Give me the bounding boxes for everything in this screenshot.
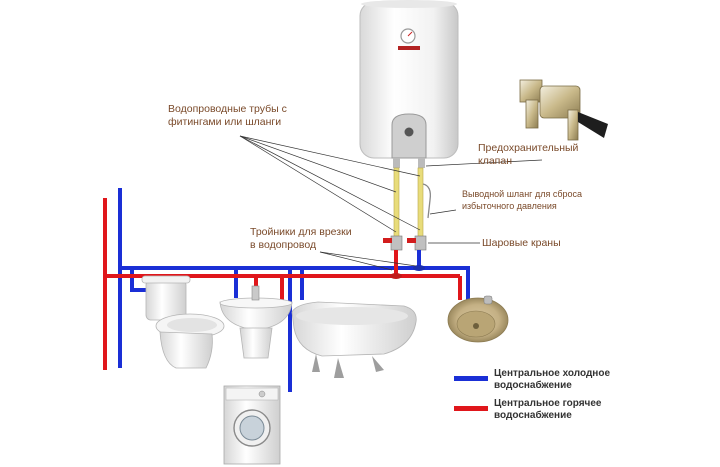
legend-hot-line-1: Центральное горячее — [494, 398, 602, 409]
leader-lines — [239, 135, 543, 271]
label-pipes-line-2: фитингами или шланги — [168, 116, 282, 128]
label-drain-hose-line-1: Выводной шланг для сброса — [462, 189, 582, 199]
bathtub-icon — [291, 301, 417, 378]
kitchen-sink-icon — [447, 295, 509, 343]
cold-water-pipes — [118, 188, 470, 392]
safety-valve-icon — [519, 79, 608, 141]
label-pipes-line-1: Водопроводные трубы с — [168, 103, 287, 115]
label-safety-valve-line-2: клапан — [478, 155, 513, 167]
label-drain-hose-line-2: избыточного давления — [462, 201, 557, 211]
ball-valve-icon — [383, 235, 427, 251]
washbasin-icon — [219, 285, 293, 359]
label-tees-line-1: Тройники для врезки — [250, 226, 352, 238]
label-safety-valve: Предохранительный клапан — [478, 142, 578, 168]
washing-machine-icon — [223, 385, 281, 465]
label-safety-valve-line-1: Предохранительный — [478, 142, 579, 154]
label-ball-valves: Шаровые краны — [482, 237, 561, 249]
label-drain-hose: Выводной шланг для сброса избыточного да… — [462, 188, 582, 212]
legend-cold-line-2: водоснабжение — [494, 380, 572, 391]
legend-cold-line-1: Центральное холодное — [494, 368, 611, 379]
legend-cold: Центральное холодное водоснабжение — [494, 368, 610, 392]
legend-cold-swatch — [454, 376, 488, 381]
label-tees-line-2: в водопровод — [250, 239, 317, 251]
flex-hoses — [393, 167, 431, 239]
toilet-icon — [141, 275, 225, 369]
label-pipes: Водопроводные трубы с фитингами или шлан… — [168, 103, 287, 129]
water-heater-icon — [359, 0, 459, 168]
legend-hot-swatch — [454, 406, 488, 411]
legend-swatches — [454, 376, 488, 411]
label-tees: Тройники для врезки в водопровод — [250, 226, 352, 252]
legend-hot-line-2: водоснабжение — [494, 410, 572, 421]
legend-hot: Центральное горячее водоснабжение — [494, 398, 601, 422]
